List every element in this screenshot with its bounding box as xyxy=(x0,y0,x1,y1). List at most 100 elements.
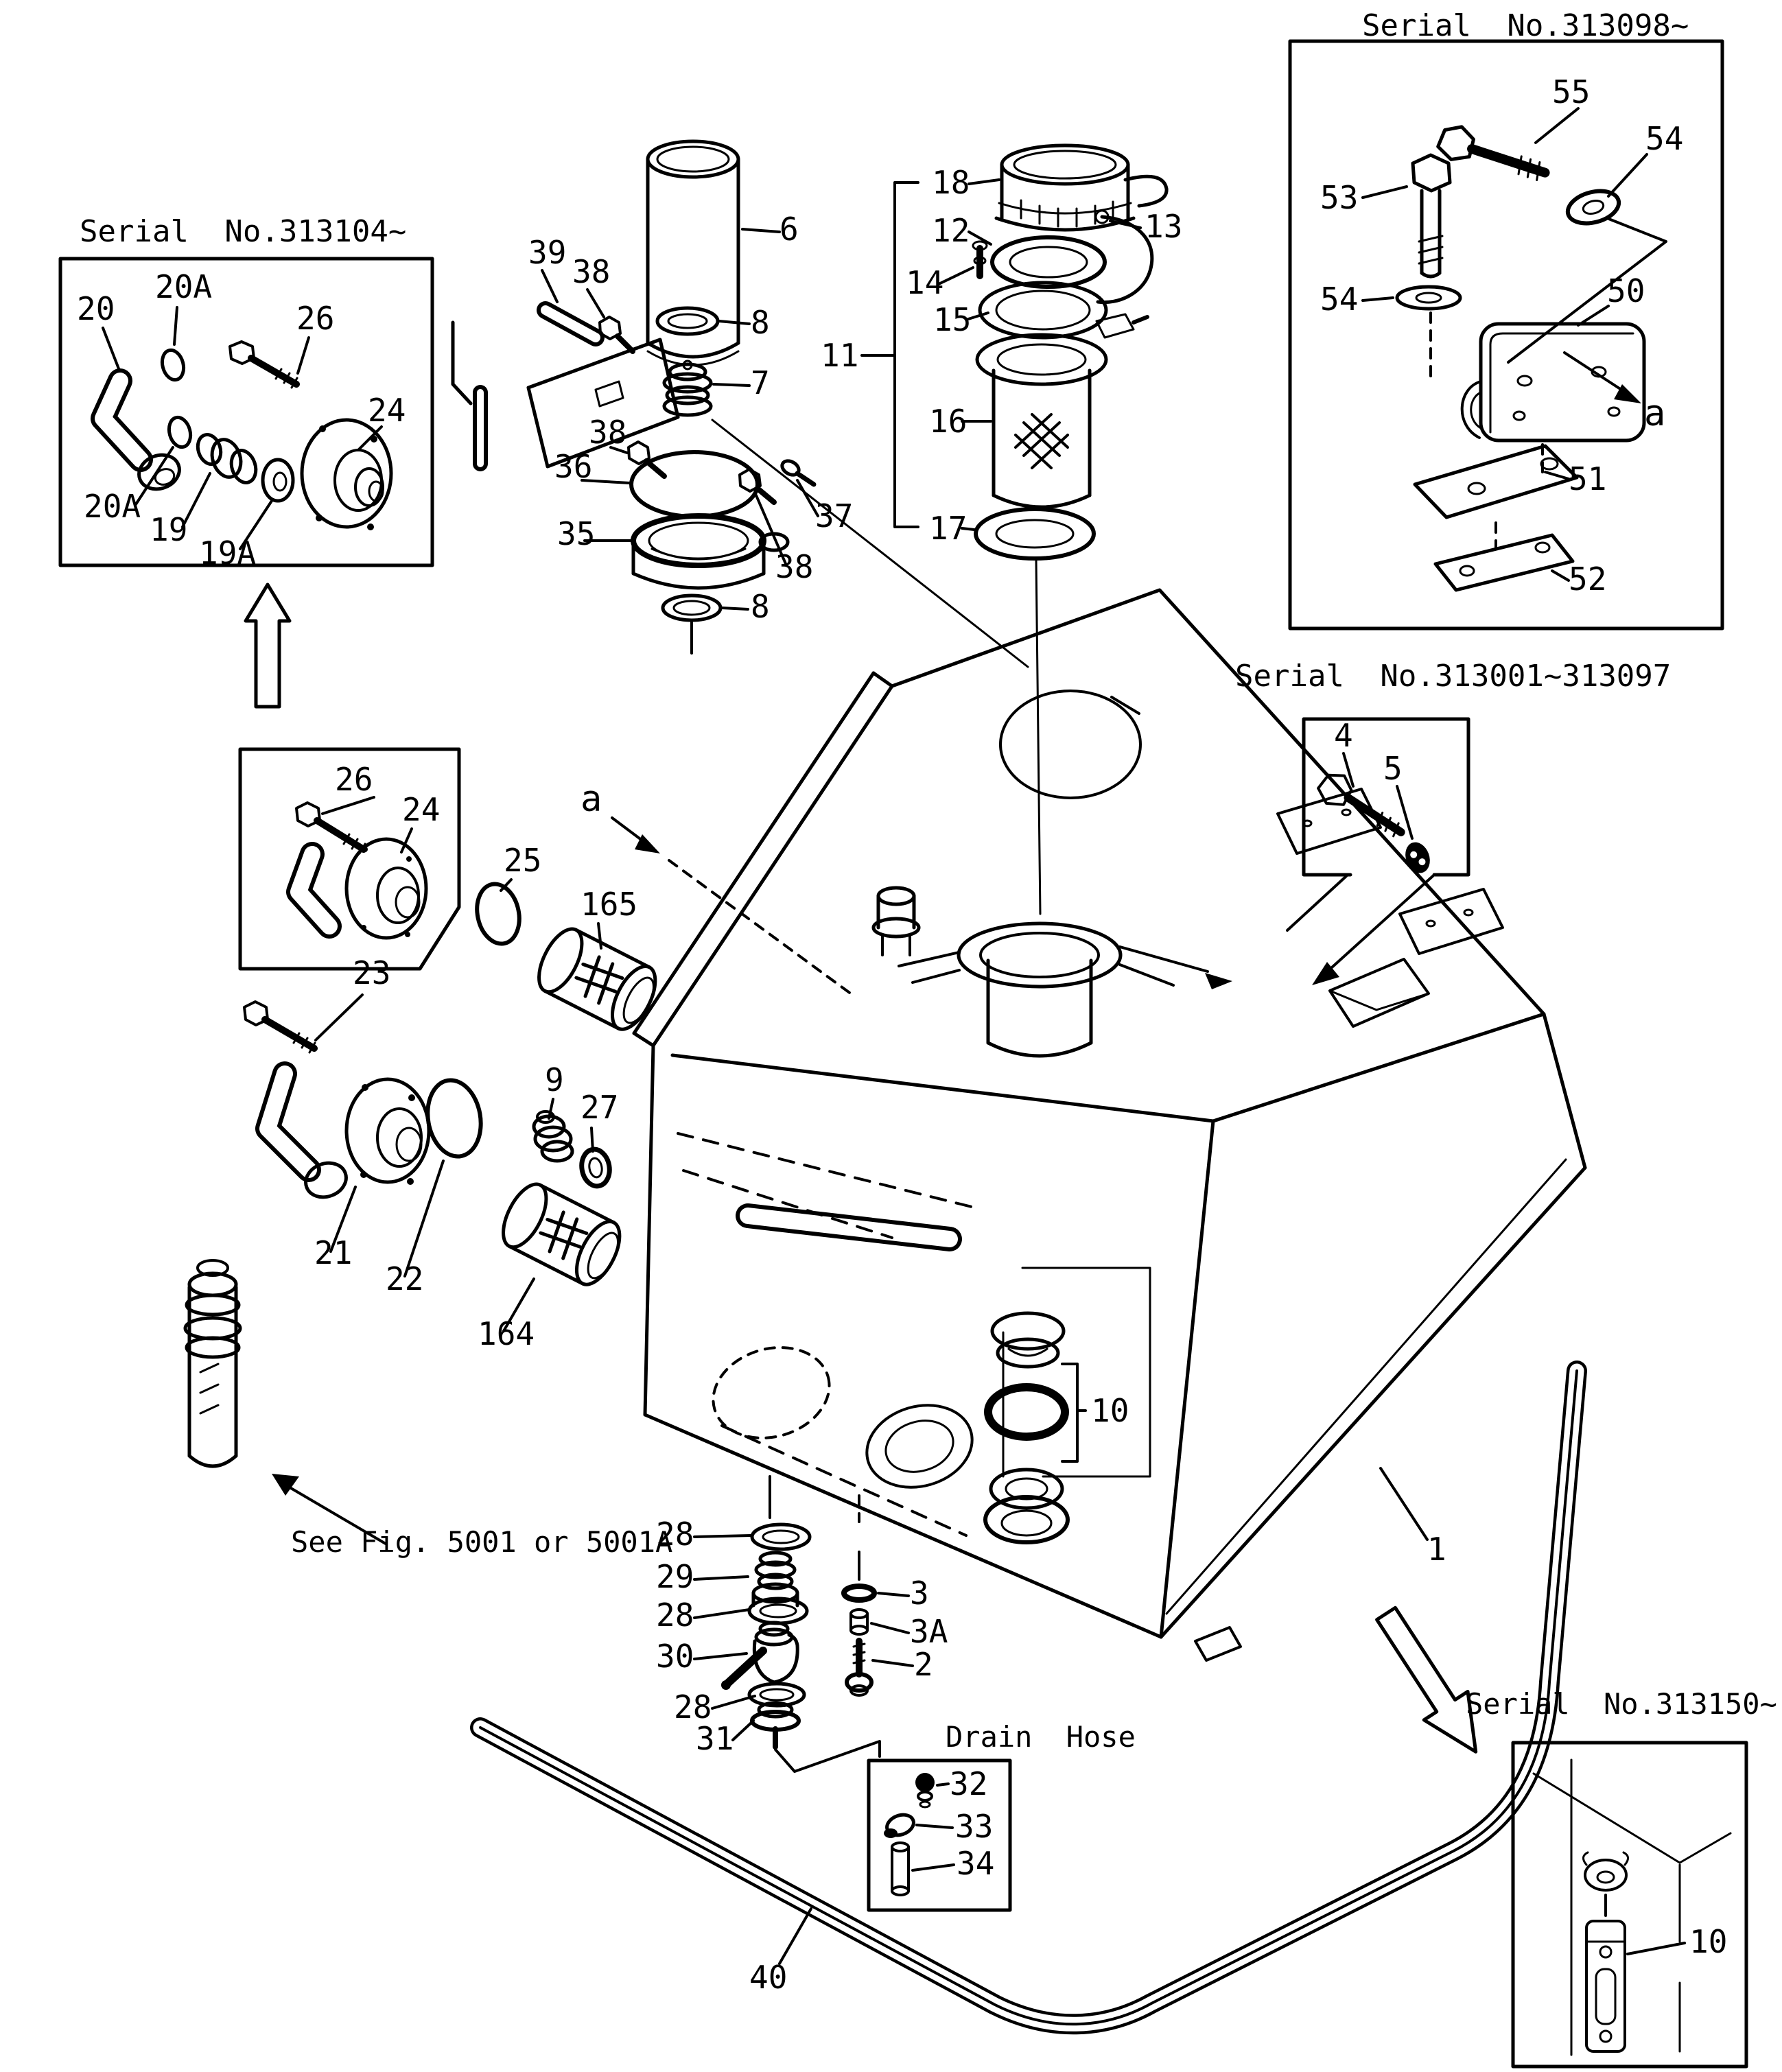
callout-27: 27 xyxy=(581,1089,618,1126)
bolt-23 xyxy=(243,1000,318,1054)
leader-lines xyxy=(102,306,383,550)
sight-gauge-10 xyxy=(1582,1851,1629,2053)
callout-8-1: 8 xyxy=(751,304,770,341)
leader-lines xyxy=(911,1782,955,1872)
strainer-164 xyxy=(502,1182,622,1286)
o-ring-22 xyxy=(425,1078,483,1159)
callout-54-left: 54 xyxy=(1320,281,1358,318)
callout-30: 30 xyxy=(656,1638,694,1675)
strainer-165 xyxy=(537,927,657,1031)
callout-38-3: 38 xyxy=(775,548,813,585)
bolt-38-first xyxy=(598,316,635,354)
fitting-9 xyxy=(532,1110,574,1163)
o-ring-12 xyxy=(990,235,1107,289)
callout-36: 36 xyxy=(554,448,592,485)
callout-32: 32 xyxy=(950,1765,987,1802)
elbow-33 xyxy=(884,1813,915,1838)
filter-cup-35 xyxy=(631,513,790,590)
pointer-line xyxy=(774,1740,881,1773)
sloped-plate xyxy=(632,671,876,1035)
tank-foot xyxy=(1194,1626,1242,1662)
elbow-flange-21 xyxy=(255,1061,431,1199)
callout-16: 16 xyxy=(929,403,967,440)
o-ring-28-3 xyxy=(747,1682,806,1708)
breather-group: 11 18 12 13 14 15 16 17 xyxy=(821,143,1182,915)
cover-plate xyxy=(451,320,680,471)
drain-valve-stack: 28 29 28 30 28 31 xyxy=(656,1475,881,1773)
o-ring-36 xyxy=(629,450,760,519)
callout-52: 52 xyxy=(1569,561,1606,598)
callout-24: 24 xyxy=(402,791,440,828)
callout-1: 1 xyxy=(1427,1531,1446,1568)
callout-8-2: 8 xyxy=(751,588,770,625)
bracket-11 xyxy=(893,181,919,528)
bolt-2 xyxy=(845,1638,874,1697)
callout-35: 35 xyxy=(557,515,595,552)
callout-15: 15 xyxy=(933,301,971,338)
callout-22: 22 xyxy=(386,1260,423,1297)
washer-19a xyxy=(261,458,295,503)
hose-40: 40 xyxy=(470,1361,1587,2035)
o-ring-3 xyxy=(841,1584,877,1603)
gasket-8-bottom xyxy=(661,593,723,622)
see-fig-note: See Fig. 5001 or 5001A xyxy=(291,1525,672,1559)
callout-164: 164 xyxy=(478,1315,535,1352)
nipple-19 xyxy=(196,433,258,484)
callout-26: 26 xyxy=(296,300,334,337)
arrowhead-icon xyxy=(272,1474,299,1496)
filter-group: 6 39 38 8 7 38 36 35 37 38 8 xyxy=(451,139,1029,668)
bracket-50 xyxy=(1460,322,1646,443)
callout-19a: 19A xyxy=(199,534,256,572)
leader-lines xyxy=(1361,107,1648,582)
fitting-32 xyxy=(915,1773,935,1809)
mount-leader xyxy=(1035,558,1042,915)
elbow-flange-24 xyxy=(286,837,428,940)
callout-4: 4 xyxy=(1334,717,1353,754)
inset-313150-frame xyxy=(1511,1741,1748,2069)
inset-313098: Serial No.313098~ xyxy=(1288,8,1724,631)
note-leader xyxy=(281,1482,387,1545)
fitting-31 xyxy=(750,1701,801,1750)
washer-54-right xyxy=(1565,189,1621,226)
tank-left-edge xyxy=(643,1044,655,1417)
inset-313150: Serial No.313150~ 10 xyxy=(1466,1687,1777,2069)
drain-valve-30 xyxy=(721,1621,799,1690)
filler-neck xyxy=(898,921,1232,1058)
callout-55: 55 xyxy=(1552,73,1590,110)
drain-hose-box: Drain Hose 32 33 34 xyxy=(867,1720,1136,1912)
callout-10: 10 xyxy=(1091,1392,1129,1429)
gasket-8-top xyxy=(655,306,720,336)
o-ring-25 xyxy=(475,882,521,946)
screw-14 xyxy=(972,240,988,279)
callout-18: 18 xyxy=(932,164,970,201)
arrowhead-icon xyxy=(1312,962,1339,985)
callout-a-right: a xyxy=(1644,393,1665,434)
clamp-15 xyxy=(978,281,1149,340)
callout-9: 9 xyxy=(545,1061,564,1098)
sleeve-3a xyxy=(849,1608,869,1636)
callout-26: 26 xyxy=(335,761,373,798)
callout-37: 37 xyxy=(815,497,853,534)
callout-28-3: 28 xyxy=(674,1688,712,1726)
washer-5 xyxy=(1405,842,1430,873)
plug-stack: 3 3A 2 xyxy=(841,1494,948,1697)
callout-20: 20 xyxy=(77,290,115,327)
callout-28-1: 28 xyxy=(656,1516,694,1553)
leader-lines xyxy=(860,178,1142,531)
callout-17: 17 xyxy=(929,510,967,547)
bolt-53 xyxy=(1411,153,1452,279)
leader-lines xyxy=(321,796,413,853)
inset-313001-frame xyxy=(1302,717,1470,877)
a-reference: a xyxy=(581,779,856,998)
port-dashed xyxy=(712,1346,831,1439)
bolt-26-inset1 xyxy=(228,340,300,389)
see-fig-hose: See Fig. 5001 or 5001A xyxy=(183,1259,672,1559)
wire-13 xyxy=(1094,209,1154,305)
bolt-55 xyxy=(1436,125,1550,181)
top-brackets xyxy=(1276,788,1504,1028)
leader-lines xyxy=(1342,752,1414,840)
callout-10-inset: 10 xyxy=(1689,1923,1727,1960)
sight-gauge-parts: 10 xyxy=(983,1267,1151,1544)
